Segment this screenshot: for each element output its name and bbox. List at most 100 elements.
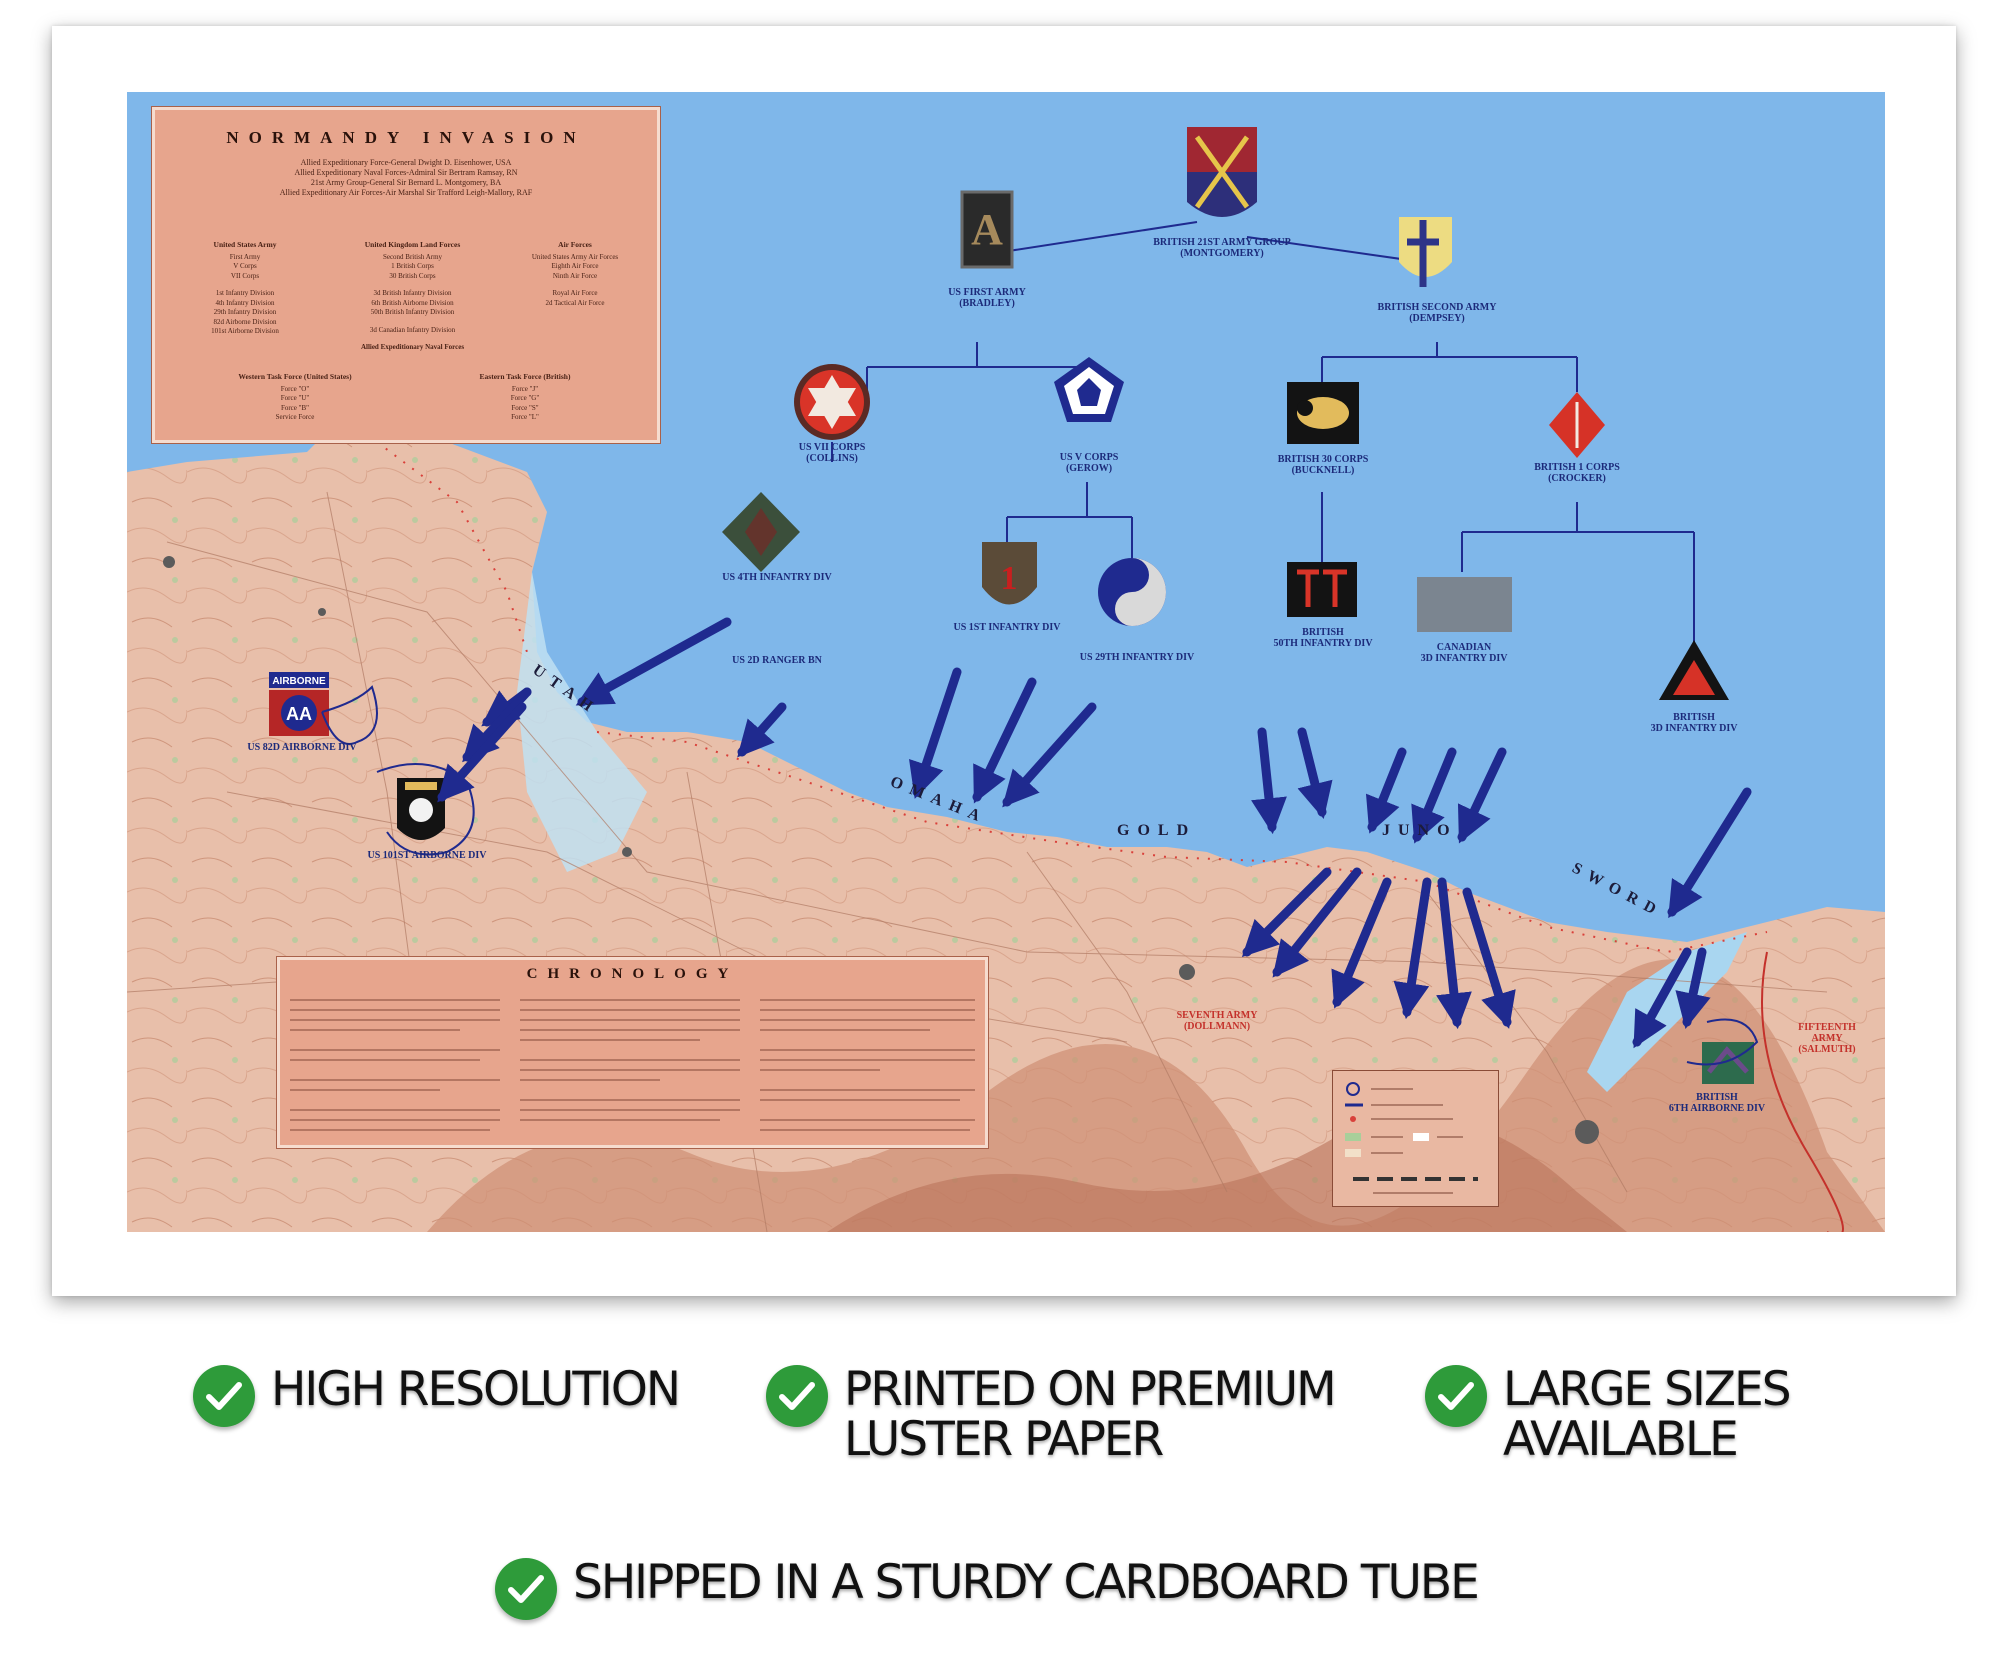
oob-item: 101st Airborne Division (211, 327, 279, 335)
label-us-2d-ranger: US 2D RANGER BN (732, 655, 822, 666)
british-1-corps-insignia (1549, 392, 1605, 458)
oob-item: 1 British Corps (391, 262, 434, 270)
chronology-title: CHRONOLOGY (526, 966, 739, 982)
feature-high-resolution: HIGH RESOLUTION (193, 1362, 681, 1427)
column-heading: Eastern Task Force (British) (479, 372, 571, 381)
us-29th-div-insignia (1098, 558, 1166, 626)
air-forces-column: Air Forces United States Army Air Forces… (500, 240, 650, 308)
label-british-30-corps: BRITISH 30 CORPS(BUCKNELL) (1277, 454, 1369, 476)
feature-text: SHIPPED IN A STURDY CARDBOARD TUBE (573, 1555, 1480, 1610)
label-us-1st-div: US 1ST INFANTRY DIV (953, 622, 1061, 633)
check-icon (766, 1365, 828, 1427)
check-icon (495, 1558, 557, 1620)
feature-text: HIGH RESOLUTION (271, 1362, 681, 1417)
naval-heading: Allied Expeditionary Naval Forces (360, 343, 465, 351)
label-21st-army-group: BRITISH 21ST ARMY GROUP(MONTGOMERY) (1153, 237, 1291, 259)
oob-item: VII Corps (230, 271, 260, 280)
org-chart-lines (831, 221, 1695, 662)
oob-item: 30 British Corps (389, 271, 436, 280)
command-line: Allied Expeditionary Air Forces-Air Mars… (279, 188, 533, 197)
label-us-101st-airborne: US 101ST AIRBORNE DIV (367, 850, 487, 861)
oob-item: Force "B" (280, 403, 310, 412)
us-first-army-insignia: A (960, 190, 1014, 269)
oob-item: 29th Infantry Division (213, 308, 277, 316)
british-6th-airborne-insignia (1702, 1042, 1754, 1084)
oob-item: 3d British Infantry Division (373, 289, 452, 297)
british-second-army-insignia (1399, 217, 1452, 287)
us-army-column: United States Army First Army V Corps VI… (170, 240, 320, 337)
label-vii-corps: US VII CORPS(COLLINS) (798, 442, 866, 464)
us-82d-airborne-insignia: AIRBORNE AA (269, 672, 329, 736)
oob-item: 3d Canadian Infantry Division (369, 325, 456, 334)
column-heading: United Kingdom Land Forces (364, 240, 461, 249)
column-heading: Western Task Force (United States) (238, 372, 352, 381)
column-heading: United States Army (213, 240, 277, 249)
aa-text: AA (286, 704, 312, 724)
us-4th-div-insignia (722, 492, 800, 572)
assault-arrows (437, 617, 1752, 1049)
label-british-1-corps: BRITISH 1 CORPS(CROCKER) (1534, 462, 1620, 484)
poster-frame: A (52, 26, 1956, 1296)
beach-juno: JUNO (1382, 822, 1458, 839)
label-us-29th-div: US 29TH INFANTRY DIV (1079, 652, 1195, 663)
oob-item: United States Army Air Forces (531, 252, 619, 261)
eastern-task-force-column: Eastern Task Force (British) Force "J" F… (425, 372, 625, 423)
check-icon (193, 1365, 255, 1427)
oob-item: Second British Army (382, 252, 443, 261)
oob-item: Force "O" (280, 384, 310, 393)
us-101st-airborne-insignia (397, 778, 445, 840)
oob-item: Eighth Air Force (551, 262, 599, 270)
oob-item: Force "J" (511, 384, 539, 393)
command-line: Allied Expeditionary Force-General Dwigh… (300, 158, 512, 167)
first-div-numeral: 1 (1001, 560, 1018, 597)
british-3d-div-insignia (1659, 640, 1729, 700)
oob-item: Service Force (275, 413, 315, 421)
oob-item: Force "S" (511, 403, 539, 412)
oob-item: Force "U" (280, 394, 310, 402)
vii-corps-insignia (794, 364, 870, 440)
canadian-3d-div-insignia (1417, 577, 1512, 632)
column-heading: Air Forces (558, 240, 592, 249)
label-us-82d-airborne: US 82D AIRBORNE DIV (247, 742, 357, 753)
front-line-east (1761, 951, 1844, 1232)
airborne-tab-text: AIRBORNE (272, 676, 326, 687)
command-line: 21st Army Group-General Sir Bernard L. M… (310, 178, 502, 187)
label-us-4th-div: US 4TH INFANTRY DIV (722, 572, 832, 583)
oob-item: 82d Airborne Division (213, 317, 277, 326)
label-british-second-army: BRITISH SECOND ARMY(DEMPSEY) (1377, 302, 1497, 324)
oob-item: Royal Air Force (552, 289, 598, 297)
map-legend (1332, 1070, 1499, 1207)
uk-land-column: United Kingdom Land Forces Second Britis… (325, 240, 500, 353)
oob-item: Force "G" (510, 394, 540, 402)
chronology-text-lines (290, 999, 975, 1131)
label-us-first-army: US FIRST ARMY(BRADLEY) (948, 287, 1026, 309)
check-icon (1425, 1365, 1487, 1427)
british-50th-div-insignia (1287, 562, 1357, 617)
oob-item: 1st Infantry Division (215, 289, 275, 297)
chronology-panel: CHRONOLOGY (276, 956, 989, 1149)
label-v-corps: US V CORPS(GEROW) (1059, 452, 1119, 474)
oob-item: Ninth Air Force (552, 271, 598, 280)
oob-item: 4th Infantry Division (215, 298, 275, 307)
map-title: NORMANDY INVASION (226, 128, 586, 147)
oob-item: V Corps (233, 262, 257, 270)
feature-shipping: SHIPPED IN A STURDY CARDBOARD TUBE (495, 1555, 1480, 1620)
command-line: Allied Expeditionary Naval Forces-Admira… (294, 168, 518, 177)
v-corps-insignia (1054, 357, 1124, 422)
orne-river (1587, 932, 1747, 1092)
oob-item: Force "L" (511, 413, 539, 421)
label-seventh-army: SEVENTH ARMY(DOLLMANN) (1176, 1010, 1258, 1032)
legend-graphics (1345, 1082, 1478, 1194)
estuary (517, 572, 647, 872)
oob-item: 50th British Infantry Division (370, 308, 455, 316)
